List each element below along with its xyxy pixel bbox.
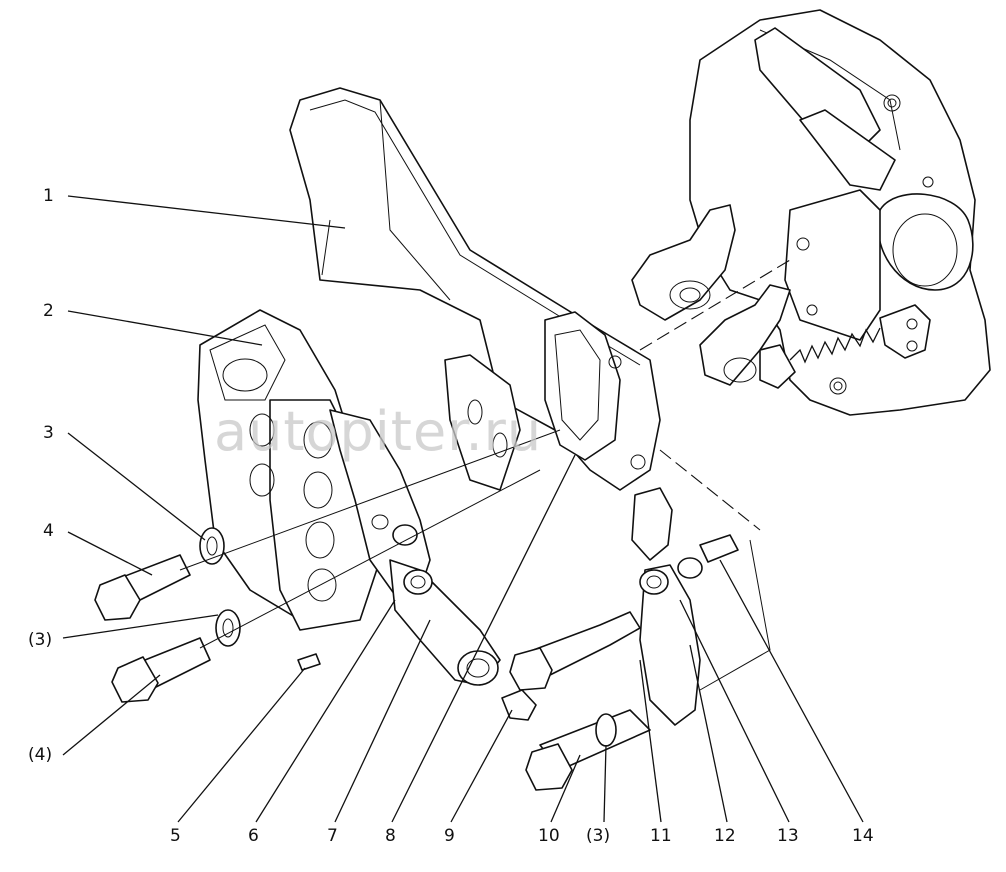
callout-10: 10 <box>538 826 560 846</box>
lever <box>329 409 501 686</box>
callout-2: 2 <box>43 301 54 321</box>
callout-3-ref: (3) <box>28 630 53 650</box>
bracket <box>197 309 381 631</box>
centre-line-1 <box>639 259 791 351</box>
callout-11: 11 <box>650 826 672 846</box>
centre-line-2 <box>659 449 761 531</box>
callout-6: 6 <box>248 826 259 846</box>
callout-4: 4 <box>43 521 54 541</box>
callout-7: 7 <box>327 826 338 846</box>
leader-lines <box>62 195 864 823</box>
right-lever-assembly <box>501 487 739 791</box>
axis-line-1 <box>179 429 561 571</box>
watermark: autopiter.ru <box>214 400 543 463</box>
gearbox-housing <box>631 9 991 416</box>
pedal-arm <box>289 87 661 491</box>
axis-line-3 <box>699 539 771 691</box>
callout-12: 12 <box>714 826 736 846</box>
callout-3: 3 <box>43 423 54 443</box>
callout-13: 13 <box>777 826 799 846</box>
callout-14: 14 <box>852 826 874 846</box>
callout-9: 9 <box>444 826 455 846</box>
callout-4-ref: (4) <box>28 745 53 765</box>
callout-5: 5 <box>170 826 181 846</box>
callout-3-ref-2: (3) <box>586 826 611 846</box>
callout-8: 8 <box>385 826 396 846</box>
callout-1: 1 <box>43 186 54 206</box>
axis-line-2 <box>199 469 541 649</box>
